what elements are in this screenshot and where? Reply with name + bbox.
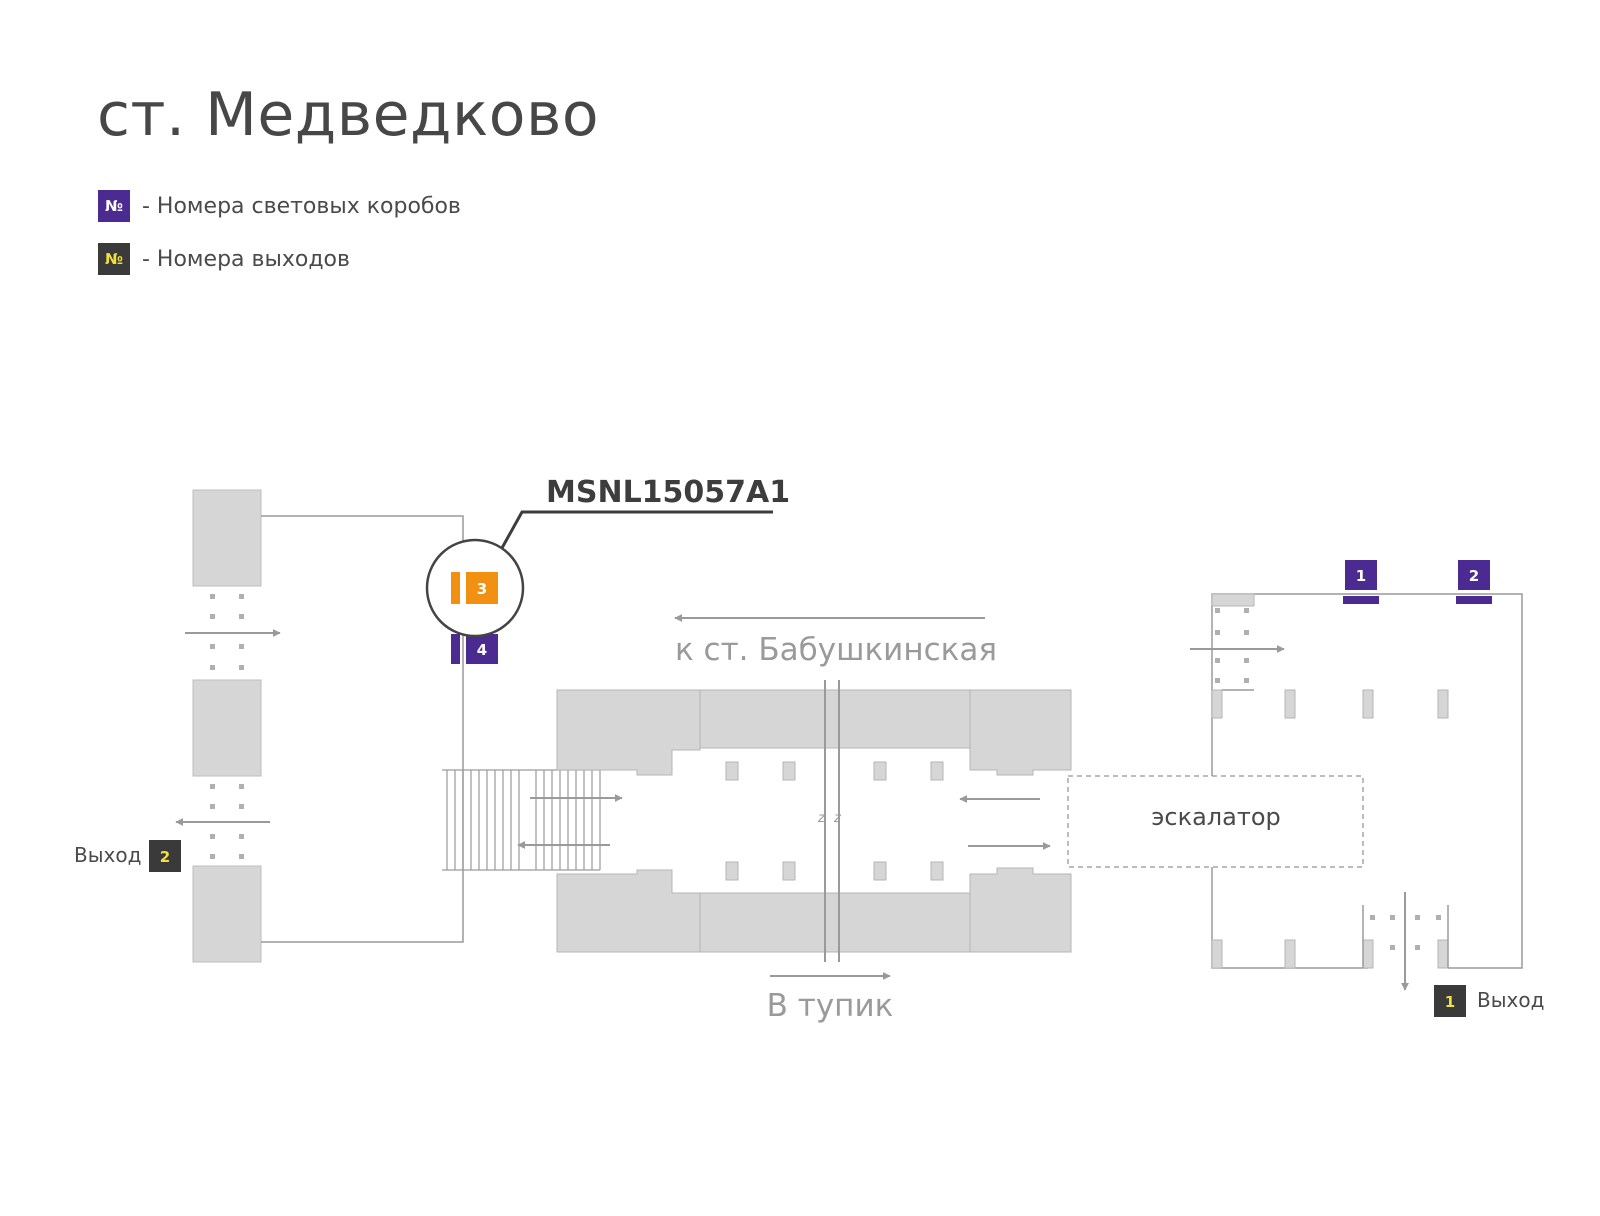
svg-text:1: 1 [1356,567,1366,585]
exit-2: Выход 2 [74,840,181,872]
lightbox-4: 4 [451,634,498,664]
exit-1: 1 Выход [1434,985,1544,1017]
svg-text:1: 1 [1445,993,1455,1011]
svg-text:z: z [817,811,826,826]
code-label: MSNL15057A1 [546,475,790,510]
svg-text:z: z [833,811,842,826]
station-title: ст. Медведково [97,80,600,150]
svg-text:3: 3 [477,580,487,598]
legend-exits: № - Номера выходов [98,243,350,275]
wall-block [192,489,262,587]
svg-text:2: 2 [1469,567,1479,585]
legend-exit-text: - Номера выходов [142,246,350,272]
direction-top-label: к ст. Бабушкинская [675,632,997,668]
wall-block [192,865,262,963]
platform-hall [556,689,1072,953]
svg-text:Выход: Выход [74,843,141,867]
legend-lightboxes: № - Номера световых коробов [98,190,461,222]
legend-lightbox-badge: № [98,190,130,222]
right-vestibule [1190,593,1523,991]
legend-exit-badge: № [98,243,130,275]
svg-text:Выход: Выход [1477,988,1544,1012]
lightbox-2: 2 [1456,560,1492,604]
stairs [442,769,601,871]
svg-text:4: 4 [477,641,487,659]
door-dots [210,594,244,859]
vestibule-outline [261,515,464,943]
svg-text:2: 2 [160,848,170,866]
lightbox-1: 1 [1343,560,1379,604]
exit-badge [149,840,181,872]
left-vestibule [175,489,464,963]
escalator-box [1067,775,1364,868]
callout-leader [500,510,773,549]
direction-bottom-label: В тупик [767,988,894,1024]
legend-lightbox-text: - Номера световых коробов [142,193,461,219]
section-break [824,680,840,962]
escalator-label: эскалатор [1151,803,1281,831]
exit-badge [1434,985,1466,1017]
wall-block [192,679,262,777]
lightbox-3-highlighted: 3 [451,572,498,604]
